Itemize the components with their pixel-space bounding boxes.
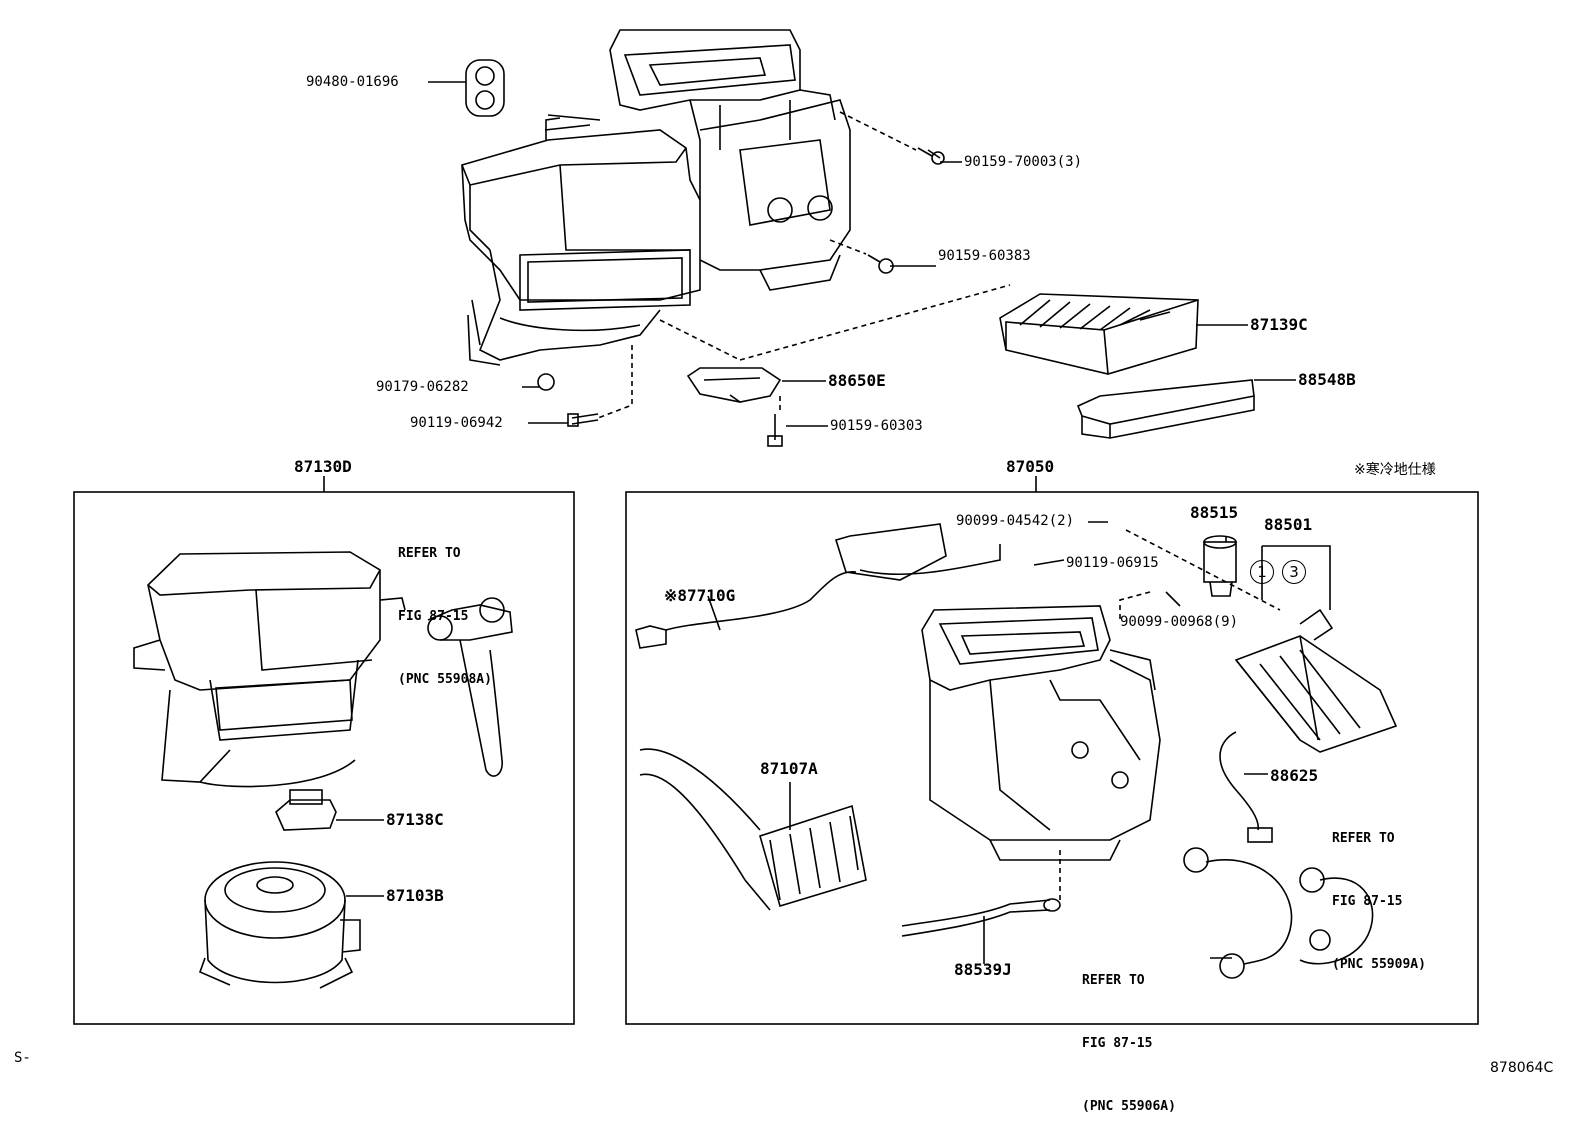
circle-marker-3: 3: [1282, 560, 1306, 584]
refer-line: (PNC 55909A): [1332, 957, 1426, 972]
refer-line: FIG 87-15: [1332, 894, 1403, 909]
filter-cover-88548B-drawing: [1076, 379, 1255, 439]
refer-line: (PNC 55908A): [398, 672, 492, 687]
refer-line: REFER TO: [1332, 831, 1395, 846]
filter-87139C-drawing: [999, 293, 1199, 375]
label-88539J[interactable]: 88539J: [954, 960, 1012, 979]
label-90119-06942[interactable]: 90119-06942: [410, 415, 503, 431]
heater-core-87107A-drawing: [639, 748, 867, 911]
label-87138C[interactable]: 87138C: [386, 810, 444, 829]
label-90159-60303[interactable]: 90159-60303: [830, 418, 923, 434]
label-87107A[interactable]: 87107A: [760, 759, 818, 778]
actuator-right-drawing: [1183, 847, 1374, 979]
label-87139C[interactable]: 87139C: [1250, 315, 1308, 334]
leader-lines-top: [428, 81, 1296, 427]
label-90099-04542[interactable]: 90099-04542(2): [956, 513, 1075, 529]
label-88625[interactable]: 88625: [1270, 766, 1319, 785]
label-90119-06915[interactable]: 90119-06915: [1066, 555, 1159, 571]
group-box-87050: [625, 491, 1479, 1025]
label-90179-06282[interactable]: 90179-06282: [376, 379, 469, 395]
refer-line: REFER TO: [398, 546, 461, 561]
label-87130D[interactable]: 87130D: [294, 457, 352, 476]
blower-case-drawing: [133, 551, 406, 788]
resistor-87138C-drawing: [275, 789, 337, 831]
label-90159-70003[interactable]: 90159-70003(3): [964, 154, 1083, 170]
leader-lines-right: [707, 521, 1331, 964]
refer-note-55906A[interactable]: REFER TO FIG 87-15 (PNC 55906A): [1082, 928, 1176, 1138]
dashed-lines-right: [1059, 529, 1281, 900]
blower-motor-87103B-drawing: [198, 861, 361, 989]
label-88515[interactable]: 88515: [1190, 503, 1239, 522]
label-88548B[interactable]: 88548B: [1298, 370, 1356, 389]
heater-case-87050-drawing: [921, 605, 1161, 861]
label-90159-60383[interactable]: 90159-60383: [938, 248, 1031, 264]
footer-left-code: S-: [14, 1050, 31, 1066]
figure-code: 878064C: [1490, 1060, 1554, 1076]
refer-line: REFER TO: [1082, 973, 1145, 988]
refer-line: (PNC 55906A): [1082, 1099, 1176, 1114]
label-87103B[interactable]: 87103B: [386, 886, 444, 905]
refer-line: FIG 87-15: [398, 609, 469, 624]
bolt-drawings: [537, 147, 945, 447]
wire-87710G-drawing: [635, 523, 1001, 649]
sensor-88650E-drawing: [686, 367, 782, 403]
label-87050[interactable]: 87050: [1006, 457, 1055, 476]
leader-lines-left: [336, 819, 384, 897]
grommet-drawing: [465, 59, 505, 117]
heater-unit-assembly-drawing: [461, 29, 851, 366]
label-87710G[interactable]: ※87710G: [664, 586, 736, 605]
expansion-valve-88515-drawing: [1203, 535, 1237, 597]
evaporator-88501-drawing: [1234, 608, 1398, 753]
group-box-87130D: [73, 491, 575, 1025]
hose-88539J-drawing: [901, 898, 1061, 937]
refer-note-55909A[interactable]: REFER TO FIG 87-15 (PNC 55909A): [1332, 786, 1426, 996]
thermistor-88625-drawing: [1219, 731, 1273, 843]
actuator-left-drawing: [427, 597, 513, 777]
refer-line: FIG 87-15: [1082, 1036, 1153, 1051]
label-90480-01696[interactable]: 90480-01696: [306, 74, 399, 90]
label-88501[interactable]: 88501: [1264, 515, 1313, 534]
parts-diagram: [73, 29, 1479, 1025]
label-88650E[interactable]: 88650E: [828, 371, 886, 390]
cold-region-spec-note: ※寒冷地仕様: [1354, 462, 1436, 478]
refer-note-55908A[interactable]: REFER TO FIG 87-15 (PNC 55908A): [398, 501, 492, 711]
circle-marker-1: 1: [1250, 560, 1274, 584]
label-90099-00968[interactable]: 90099-00968(9): [1120, 614, 1239, 630]
dashed-lines-top: [597, 111, 1011, 419]
